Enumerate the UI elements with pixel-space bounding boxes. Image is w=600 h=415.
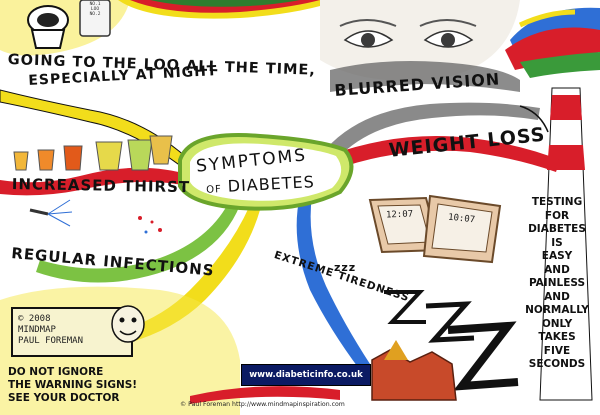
- signature-card: [11, 307, 133, 357]
- label-sleep-small: zzz: [334, 261, 357, 274]
- label-increased-thirst: INCREASED THIRST: [11, 175, 191, 197]
- signature-line-3: PAUL FOREMAN: [18, 336, 84, 346]
- branch-tiredness: [296, 195, 370, 370]
- branch-infections: [36, 200, 240, 283]
- signature-text: © 2008 MINDMAP PAUL FOREMAN: [18, 314, 124, 347]
- zzz-icon: [384, 290, 519, 391]
- testing-note: TESTING FOR DIABETES IS EASY AND PAINLES…: [522, 196, 592, 372]
- mug-line-3: NO.2: [89, 12, 101, 17]
- eye-left-icon: [339, 19, 397, 48]
- germ-dots: [138, 216, 162, 234]
- testing-line: ONLY: [541, 317, 573, 330]
- testing-line: EASY: [541, 250, 573, 262]
- clock-left-time: 12:07: [385, 209, 414, 221]
- testing-line: SECONDS: [528, 358, 586, 370]
- testing-line: NORMALLY: [525, 304, 589, 316]
- cartoon-character-icon: [111, 305, 145, 343]
- website-link[interactable]: www.diabeticinfo.co.uk: [241, 364, 371, 386]
- castle-icon: [371, 340, 457, 401]
- testing-line: FIVE: [543, 344, 571, 357]
- testing-line: AND: [544, 263, 570, 276]
- testing-line: DIABETES: [528, 223, 586, 235]
- branch-loo: [0, 89, 201, 179]
- mug-line-2: LOO: [90, 7, 100, 12]
- mug-text: NO.1 LOO NO.2: [82, 2, 108, 17]
- signature-line-1: © 2008: [18, 314, 51, 324]
- bottom-red-strip: [190, 386, 340, 404]
- feather-icon: [505, 7, 600, 78]
- center-blob-inner: [190, 143, 342, 201]
- credit-line: © Paul Foreman http://www.mindmapinspira…: [180, 401, 345, 408]
- eye-right-icon: [419, 19, 477, 48]
- signature-line-2: MINDMAP: [18, 325, 56, 335]
- testing-line: FOR: [544, 209, 570, 222]
- mug-icon: [79, 0, 111, 37]
- branch-blurred-tail: [519, 105, 549, 133]
- branch-weight: [330, 136, 560, 172]
- mug-line-1: NO.1: [89, 2, 101, 7]
- blur-smudge: [330, 61, 520, 92]
- clocks-icon: [368, 194, 502, 264]
- warning-note: DO NOT IGNORE THE WARNING SIGNS! SEE YOU…: [8, 366, 194, 405]
- top-green-swirl: [150, 0, 300, 7]
- branch-blurred: [325, 102, 540, 158]
- sprinkler-icon: [29, 199, 73, 227]
- testing-line: TESTING: [531, 196, 583, 208]
- testing-line: TAKES: [538, 331, 576, 343]
- testing-line: IS: [551, 236, 563, 249]
- warning-line: DO NOT IGNORE: [8, 366, 104, 378]
- center-title-of: OF: [205, 184, 223, 196]
- warning-line: THE WARNING SIGNS!: [8, 379, 138, 391]
- toilet-icon: [27, 5, 69, 49]
- branch-thirst: [0, 167, 190, 196]
- drinks-glasses-icon: [13, 135, 173, 171]
- testing-line: PAINLESS: [528, 277, 586, 289]
- testing-line: AND: [544, 290, 570, 303]
- warning-line: SEE YOUR DOCTOR: [8, 392, 120, 404]
